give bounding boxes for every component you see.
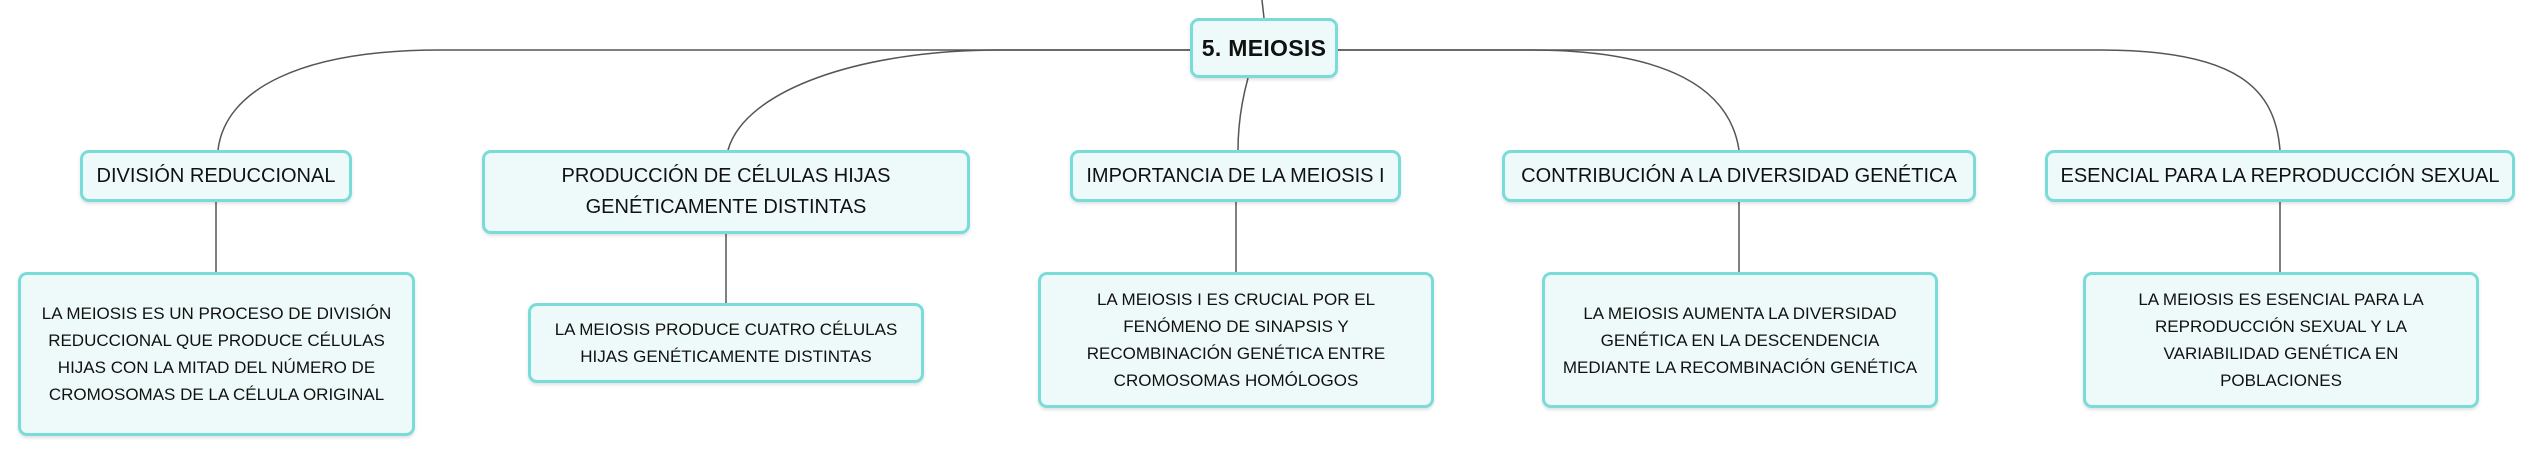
topic-node-produccion-celulas[interactable]: PRODUCCIÓN DE CÉLULAS HIJAS GENÉTICAMENT… <box>482 150 970 234</box>
detail-text: LA MEIOSIS I ES CRUCIAL POR EL FENÓMENO … <box>1086 290 1386 390</box>
root-node[interactable]: 5. MEIOSIS <box>1190 18 1338 78</box>
topic-node-importancia-meiosis-i[interactable]: IMPORTANCIA DE LA MEIOSIS I <box>1070 150 1401 202</box>
detail-node-diversidad-genetica[interactable]: LA MEIOSIS AUMENTA LA DIVERSIDAD GENÉTIC… <box>1542 272 1938 408</box>
connector-root-topic-1 <box>217 49 1190 151</box>
detail-text: LA MEIOSIS ES ESENCIAL PARA LA REPRODUCC… <box>2138 290 2424 390</box>
detail-node-produccion-celulas[interactable]: LA MEIOSIS PRODUCE CUATRO CÉLULAS HIJAS … <box>528 303 924 383</box>
connector-root-topic-3 <box>1237 77 1249 151</box>
detail-node-division-reduccional[interactable]: LA MEIOSIS ES UN PROCESO DE DIVISIÓN RED… <box>18 272 415 436</box>
detail-node-reproduccion-sexual[interactable]: LA MEIOSIS ES ESENCIAL PARA LA REPRODUCC… <box>2083 272 2479 408</box>
connector-root-topic-4 <box>1338 49 1740 151</box>
topic-node-division-reduccional[interactable]: DIVISIÓN REDUCCIONAL <box>80 150 352 202</box>
detail-text: LA MEIOSIS PRODUCE CUATRO CÉLULAS HIJAS … <box>554 320 898 366</box>
detail-text: LA MEIOSIS ES UN PROCESO DE DIVISIÓN RED… <box>41 304 392 404</box>
connector-root-topic-2 <box>727 49 1190 151</box>
root-label: 5. MEIOSIS <box>1201 34 1327 61</box>
topic-label: CONTRIBUCIÓN A LA DIVERSIDAD GENÉTICA <box>1521 164 1957 187</box>
topic-node-reproduccion-sexual[interactable]: ESENCIAL PARA LA REPRODUCCIÓN SEXUAL <box>2045 150 2515 202</box>
topic-label: IMPORTANCIA DE LA MEIOSIS I <box>1086 164 1385 187</box>
topic-label: DIVISIÓN REDUCCIONAL <box>96 164 336 187</box>
detail-text: LA MEIOSIS AUMENTA LA DIVERSIDAD GENÉTIC… <box>1562 303 1918 377</box>
topic-label: ESENCIAL PARA LA REPRODUCCIÓN SEXUAL <box>2060 164 2500 187</box>
detail-node-importancia-meiosis-i[interactable]: LA MEIOSIS I ES CRUCIAL POR EL FENÓMENO … <box>1038 272 1434 408</box>
connector-root-topic-5 <box>1338 49 2281 151</box>
topic-node-diversidad-genetica[interactable]: CONTRIBUCIÓN A LA DIVERSIDAD GENÉTICA <box>1502 150 1976 202</box>
connector-parent <box>1261 0 1265 19</box>
topic-label: PRODUCCIÓN DE CÉLULAS HIJAS GENÉTICAMENT… <box>561 165 891 218</box>
